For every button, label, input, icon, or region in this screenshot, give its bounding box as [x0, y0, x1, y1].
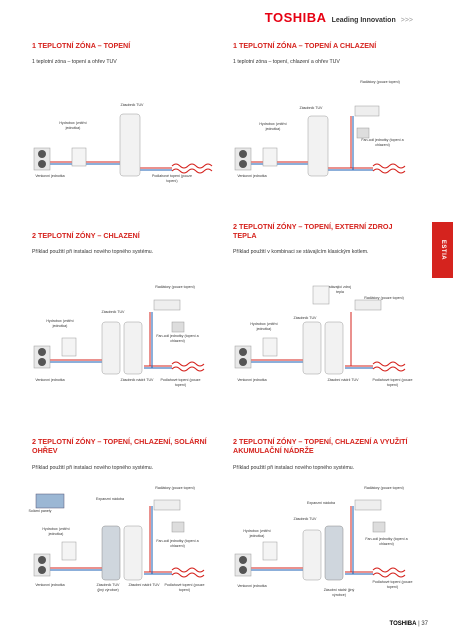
section-4-label-tank: Zásobník TUV — [293, 316, 317, 320]
section-3-label-storage: Zásobník nádrž TUV — [120, 378, 154, 382]
section-1-title: 1 TEPLOTNÍ ZÓNA – TOPENÍ — [32, 41, 131, 50]
section-5-label-hydrobox: Hydrobox (vnitřní jednotka) — [42, 527, 70, 536]
section-4-label-hydrobox: Hydrobox (vnitřní jednotka) — [250, 322, 278, 331]
section-3-title: 2 TEPLOTNÍ ZÓNY – CHLAZENÍ — [32, 231, 140, 240]
section-6-label-tank: Zásobník TUV — [293, 517, 317, 521]
page-number: | 37 — [418, 621, 428, 627]
section-5-label-solar: Solární panely — [28, 509, 52, 513]
section-6-label-hydrobox: Hydrobox (vnitřní jednotka) — [243, 529, 271, 538]
section-2-diagram — [233, 96, 418, 191]
section-6-label-radiators: Radiátory (pouze topení) — [364, 486, 404, 490]
section-5-label-expansion: Expanzní nádoba — [96, 497, 124, 501]
section-6-diagram — [233, 486, 418, 586]
section-6-label-outdoor: Venkovní jednotka — [237, 584, 267, 588]
section-3-subtitle: Příklad použití při instalaci nového top… — [32, 249, 154, 255]
section-1-subtitle: 1 teplotní zóna – topení a ohřev TUV — [32, 59, 117, 65]
section-4-label-boiler: stávající zdroj tepla — [329, 285, 351, 294]
section-3-label-fancoil: Fan-coil jednotky (topení a chlazení) — [156, 334, 199, 343]
section-4-label-outdoor: Venkovní jednotka — [237, 378, 267, 382]
section-5-diagram — [32, 486, 217, 586]
section-6-subtitle: Příklad použití při instalaci nového top… — [233, 465, 355, 471]
section-4-subtitle: Příklad použití v kombinaci se stávající… — [233, 249, 369, 255]
section-6-title: 2 TEPLOTNÍ ZÓNY – TOPENÍ, CHLAZENÍ A VYU… — [233, 437, 408, 455]
section-1-label-tank: Zásobník TUV — [120, 103, 144, 107]
section-2-subtitle: 1 teplotní zóna – topení, chlazení a ohř… — [233, 59, 340, 65]
section-6-label-expansion: Expanzní nádoba — [307, 501, 335, 505]
section-6-label-floor: Podlahové topení (pouze topení) — [372, 580, 413, 589]
chevron-icon: >>> — [400, 17, 413, 24]
section-1-label-floor: Podlahové topení (pouze topení) — [152, 174, 192, 183]
section-3-label-tank: Zásobník TUV — [101, 310, 125, 314]
side-tab-estia: ESTIA — [432, 222, 453, 278]
section-1-label-outdoor: Venkovní jednotka — [35, 174, 65, 178]
page-footer: TOSHIBA | 37 — [390, 621, 428, 627]
section-4-label-storage: Zásobní nádrž TUV — [327, 378, 359, 382]
header-logo: TOSHIBA Leading Innovation >>> — [265, 10, 413, 25]
section-5-title: 2 TEPLOTNÍ ZÓNY – TOPENÍ, CHLAZENÍ, SOLÁ… — [32, 437, 207, 455]
section-3-diagram — [32, 282, 217, 382]
section-4-title: 2 TEPLOTNÍ ZÓNY – TOPENÍ, EXTERNÍ ZDROJ … — [233, 222, 393, 240]
section-2-label-radiators: Radiátory (pouze topení) — [360, 80, 400, 84]
section-5-label-tank: Zásobník TUV (jiný výrobce) — [96, 583, 120, 592]
section-5-label-floor: Podlahové topení (pouze topení) — [164, 583, 205, 592]
section-2-label-fancoil: Fan-coil jednotky (topení a chlazení) — [361, 138, 404, 147]
section-5-label-outdoor: Venkovní jednotka — [35, 583, 65, 587]
section-2-title: 1 TEPLOTNÍ ZÓNA – TOPENÍ A CHLAZENÍ — [233, 41, 377, 50]
section-5-label-storage: Zásobní nádrž TUV — [128, 583, 160, 587]
section-4-label-radiators: Radiátory (pouze topení) — [364, 296, 404, 300]
brand-name: TOSHIBA — [264, 10, 327, 25]
section-2-label-outdoor: Venkovní jednotka — [237, 174, 267, 178]
section-6-label-storage: Zásobní nádrž (jiný výrobce) — [323, 588, 355, 597]
section-4-diagram — [233, 282, 418, 382]
side-tab-label: ESTIA — [439, 239, 446, 261]
tagline: Leading Innovation — [331, 17, 396, 24]
section-3-label-hydrobox: Hydrobox (vnitřní jednotka) — [46, 319, 74, 328]
section-1-label-hydrobox: Hydrobox (vnitřní jednotka) — [59, 121, 87, 130]
section-5-label-fancoil: Fan-coil jednotky (topení a chlazení) — [156, 539, 199, 548]
section-4-label-floor: Podlahové topení (pouze topení) — [372, 378, 413, 387]
section-1-diagram — [32, 96, 217, 191]
footer-brand: TOSHIBA — [389, 621, 417, 627]
section-3-label-floor: Podlahové topení (pouze topení) — [160, 378, 201, 387]
section-2-label-tank: Zásobník TUV — [299, 106, 323, 110]
section-5-subtitle: Příklad použití při instalaci nového top… — [32, 465, 154, 471]
section-3-label-radiators: Radiátory (pouze topení) — [155, 285, 195, 289]
section-3-label-outdoor: Venkovní jednotka — [35, 378, 65, 382]
section-5-label-radiators: Radiátory (pouze topení) — [155, 486, 195, 490]
section-6-label-fancoil: Fan-coil jednotky (topení a chlazení) — [365, 537, 408, 546]
section-2-label-hydrobox: Hydrobox (vnitřní jednotka) — [259, 122, 287, 131]
